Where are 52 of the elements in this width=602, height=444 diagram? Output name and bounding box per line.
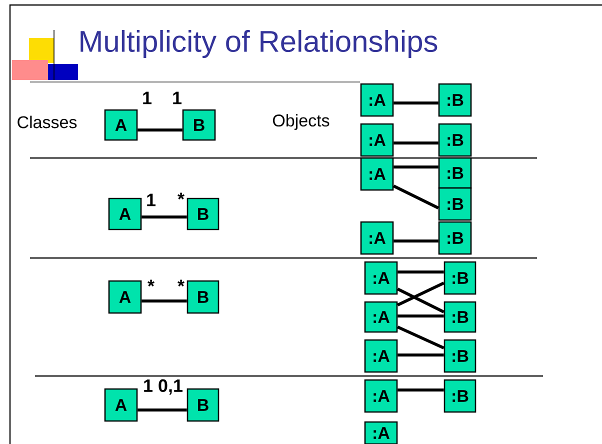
heading-label: Objects	[273, 114, 330, 130]
object-box: :B	[438, 157, 472, 189]
class-box: A	[108, 198, 142, 230]
multiplicity-label: *	[178, 192, 184, 200]
connector-line	[142, 299, 187, 302]
connector-line	[397, 326, 444, 350]
connector-line	[394, 142, 438, 144]
connector-line	[394, 102, 438, 104]
connector-line	[398, 270, 444, 274]
class-box: B	[186, 388, 220, 422]
object-box: :B	[444, 261, 476, 295]
connector-line	[397, 282, 444, 306]
multiplicity-label: 1	[173, 92, 182, 104]
connector-line	[398, 388, 444, 392]
object-box: :A	[364, 301, 398, 333]
slide-title: Multiplicity of Relationships	[80, 30, 438, 58]
class-box: B	[186, 280, 220, 314]
object-box: :B	[438, 221, 472, 255]
connector-line	[396, 288, 445, 314]
object-box: :A	[364, 421, 398, 444]
class-box: B	[186, 198, 220, 230]
object-box: :B	[444, 379, 476, 413]
object-box: :A	[364, 379, 398, 413]
connector-line	[138, 408, 187, 412]
object-box: :A	[360, 221, 394, 255]
object-box: :A	[364, 261, 398, 295]
multiplicity-label: *	[178, 280, 184, 286]
object-box: :B	[444, 301, 476, 333]
multiplicity-label: *	[148, 280, 154, 286]
connector-line	[398, 353, 444, 356]
object-box: :B	[438, 123, 472, 157]
connector-line	[138, 128, 182, 132]
multiplicity-label: 1	[147, 194, 156, 206]
object-box: :A	[360, 157, 394, 191]
connector-line	[392, 184, 440, 210]
heading-label: Classes	[18, 116, 77, 128]
multiplicity-label: 1 0,1	[144, 379, 183, 395]
connector-line	[398, 314, 444, 318]
object-box: :A	[360, 123, 394, 157]
object-box: :B	[438, 83, 472, 117]
class-box: A	[104, 109, 138, 141]
class-box: B	[182, 109, 216, 141]
connector-line	[394, 240, 438, 242]
object-box: :A	[360, 83, 394, 117]
class-box: A	[108, 280, 142, 314]
multiplicity-label: 1	[143, 92, 152, 104]
connector-line	[394, 166, 438, 168]
connector-line	[142, 215, 187, 218]
object-box: :B	[444, 339, 476, 373]
object-box: :A	[364, 339, 398, 373]
class-box: A	[104, 388, 138, 422]
object-box: :B	[438, 187, 472, 221]
